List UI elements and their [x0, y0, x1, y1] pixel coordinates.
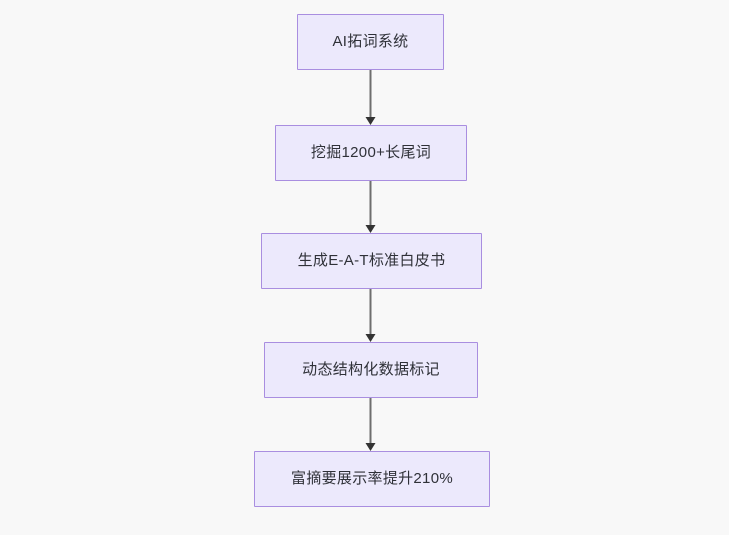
flowchart-node-rich-snippet-result[interactable]: 富摘要展示率提升210%	[254, 451, 490, 507]
node-label: 挖掘1200+长尾词	[310, 144, 432, 162]
flowchart-node-ai-keyword-system[interactable]: AI拓词系统	[297, 14, 444, 70]
flowchart-node-eat-whitepaper[interactable]: 生成E-A-T标准白皮书	[261, 233, 482, 289]
edge-n1-n2	[365, 70, 376, 125]
flowchart-node-longtail-keywords[interactable]: 挖掘1200+长尾词	[275, 125, 467, 181]
flowchart-node-structured-data-markup[interactable]: 动态结构化数据标记	[264, 342, 478, 398]
edge-n3-n4	[365, 289, 376, 342]
node-label: 生成E-A-T标准白皮书	[297, 252, 446, 270]
edge-n2-n3	[365, 181, 376, 233]
node-label: AI拓词系统	[332, 33, 409, 51]
node-label: 富摘要展示率提升210%	[291, 470, 453, 488]
edge-n4-n5	[365, 398, 376, 451]
node-label: 动态结构化数据标记	[302, 361, 440, 379]
